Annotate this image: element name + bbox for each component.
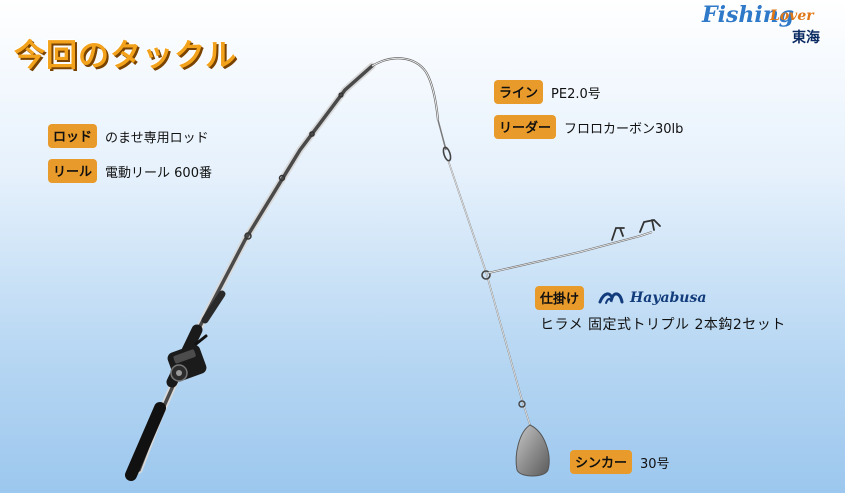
rig-brand: Hayabusa bbox=[630, 290, 707, 306]
rod-value: のませ専用ロッド bbox=[105, 130, 209, 146]
swivel-icon bbox=[442, 146, 526, 408]
page-title: 今回のタックル bbox=[14, 38, 238, 74]
fishing-lover-logo: Fishing Lover 東海 bbox=[694, 2, 842, 54]
line-badge: ライン bbox=[494, 80, 544, 104]
line-row: ライン PE2.0号 bbox=[494, 80, 601, 104]
rod-badge: ロッド bbox=[48, 124, 98, 148]
reel-icon bbox=[167, 334, 208, 382]
sinker-value: 30号 bbox=[640, 456, 670, 472]
rig-badge: 仕掛け bbox=[535, 286, 585, 310]
sinker-badge: シンカー bbox=[570, 450, 633, 474]
reel-badge: リール bbox=[48, 159, 98, 183]
rod-row: ロッド のませ専用ロッド bbox=[48, 124, 209, 148]
fishing-rod-icon bbox=[125, 57, 440, 481]
reel-row: リール 電動リール 600番 bbox=[48, 159, 212, 183]
reel-value: 電動リール 600番 bbox=[105, 165, 212, 181]
hook-icon bbox=[487, 219, 661, 274]
line-icon bbox=[437, 119, 531, 426]
leader-badge: リーダー bbox=[494, 115, 557, 139]
logo-main-text: Fishing bbox=[702, 2, 795, 28]
rig-value: ヒラメ 固定式トリプル 2本鈎2セット bbox=[540, 317, 786, 333]
sinker-row: シンカー 30号 bbox=[570, 450, 670, 474]
sinker-icon bbox=[515, 424, 550, 477]
leader-value: フロロカーボン30lb bbox=[564, 121, 684, 137]
hayabusa-logo-icon bbox=[598, 292, 624, 304]
leader-row: リーダー フロロカーボン30lb bbox=[494, 115, 683, 139]
line-value: PE2.0号 bbox=[551, 86, 601, 102]
rig-row: 仕掛け Hayabusa bbox=[535, 286, 706, 310]
logo-region-text: 東海 bbox=[792, 30, 820, 46]
logo-lover-text: Lover bbox=[770, 8, 814, 24]
